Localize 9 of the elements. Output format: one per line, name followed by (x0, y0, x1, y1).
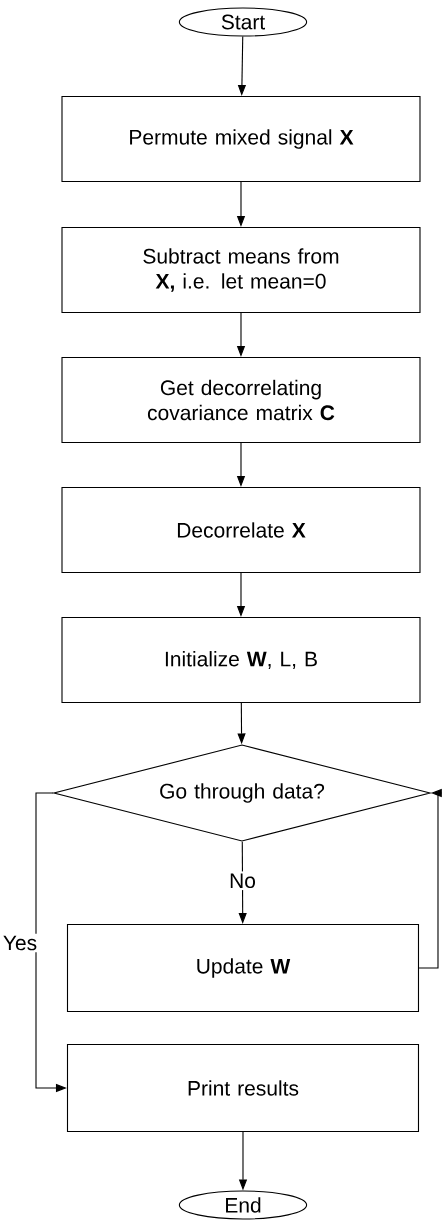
process-box: Subtract means from X, i.e. let mean=0 (61, 226, 421, 314)
process-box: Permute mixed signal X (61, 95, 421, 183)
process-box: Update W (66, 923, 420, 1013)
process-box: Initialize W, L, B (61, 616, 421, 704)
process-box: Decorrelate X (61, 486, 421, 574)
process-box: Print results (66, 1043, 420, 1133)
process-box: Get decorrelating covariance matrix C (61, 356, 421, 444)
edge-label: Yes (0, 933, 40, 953)
edge-label: No (227, 871, 258, 891)
